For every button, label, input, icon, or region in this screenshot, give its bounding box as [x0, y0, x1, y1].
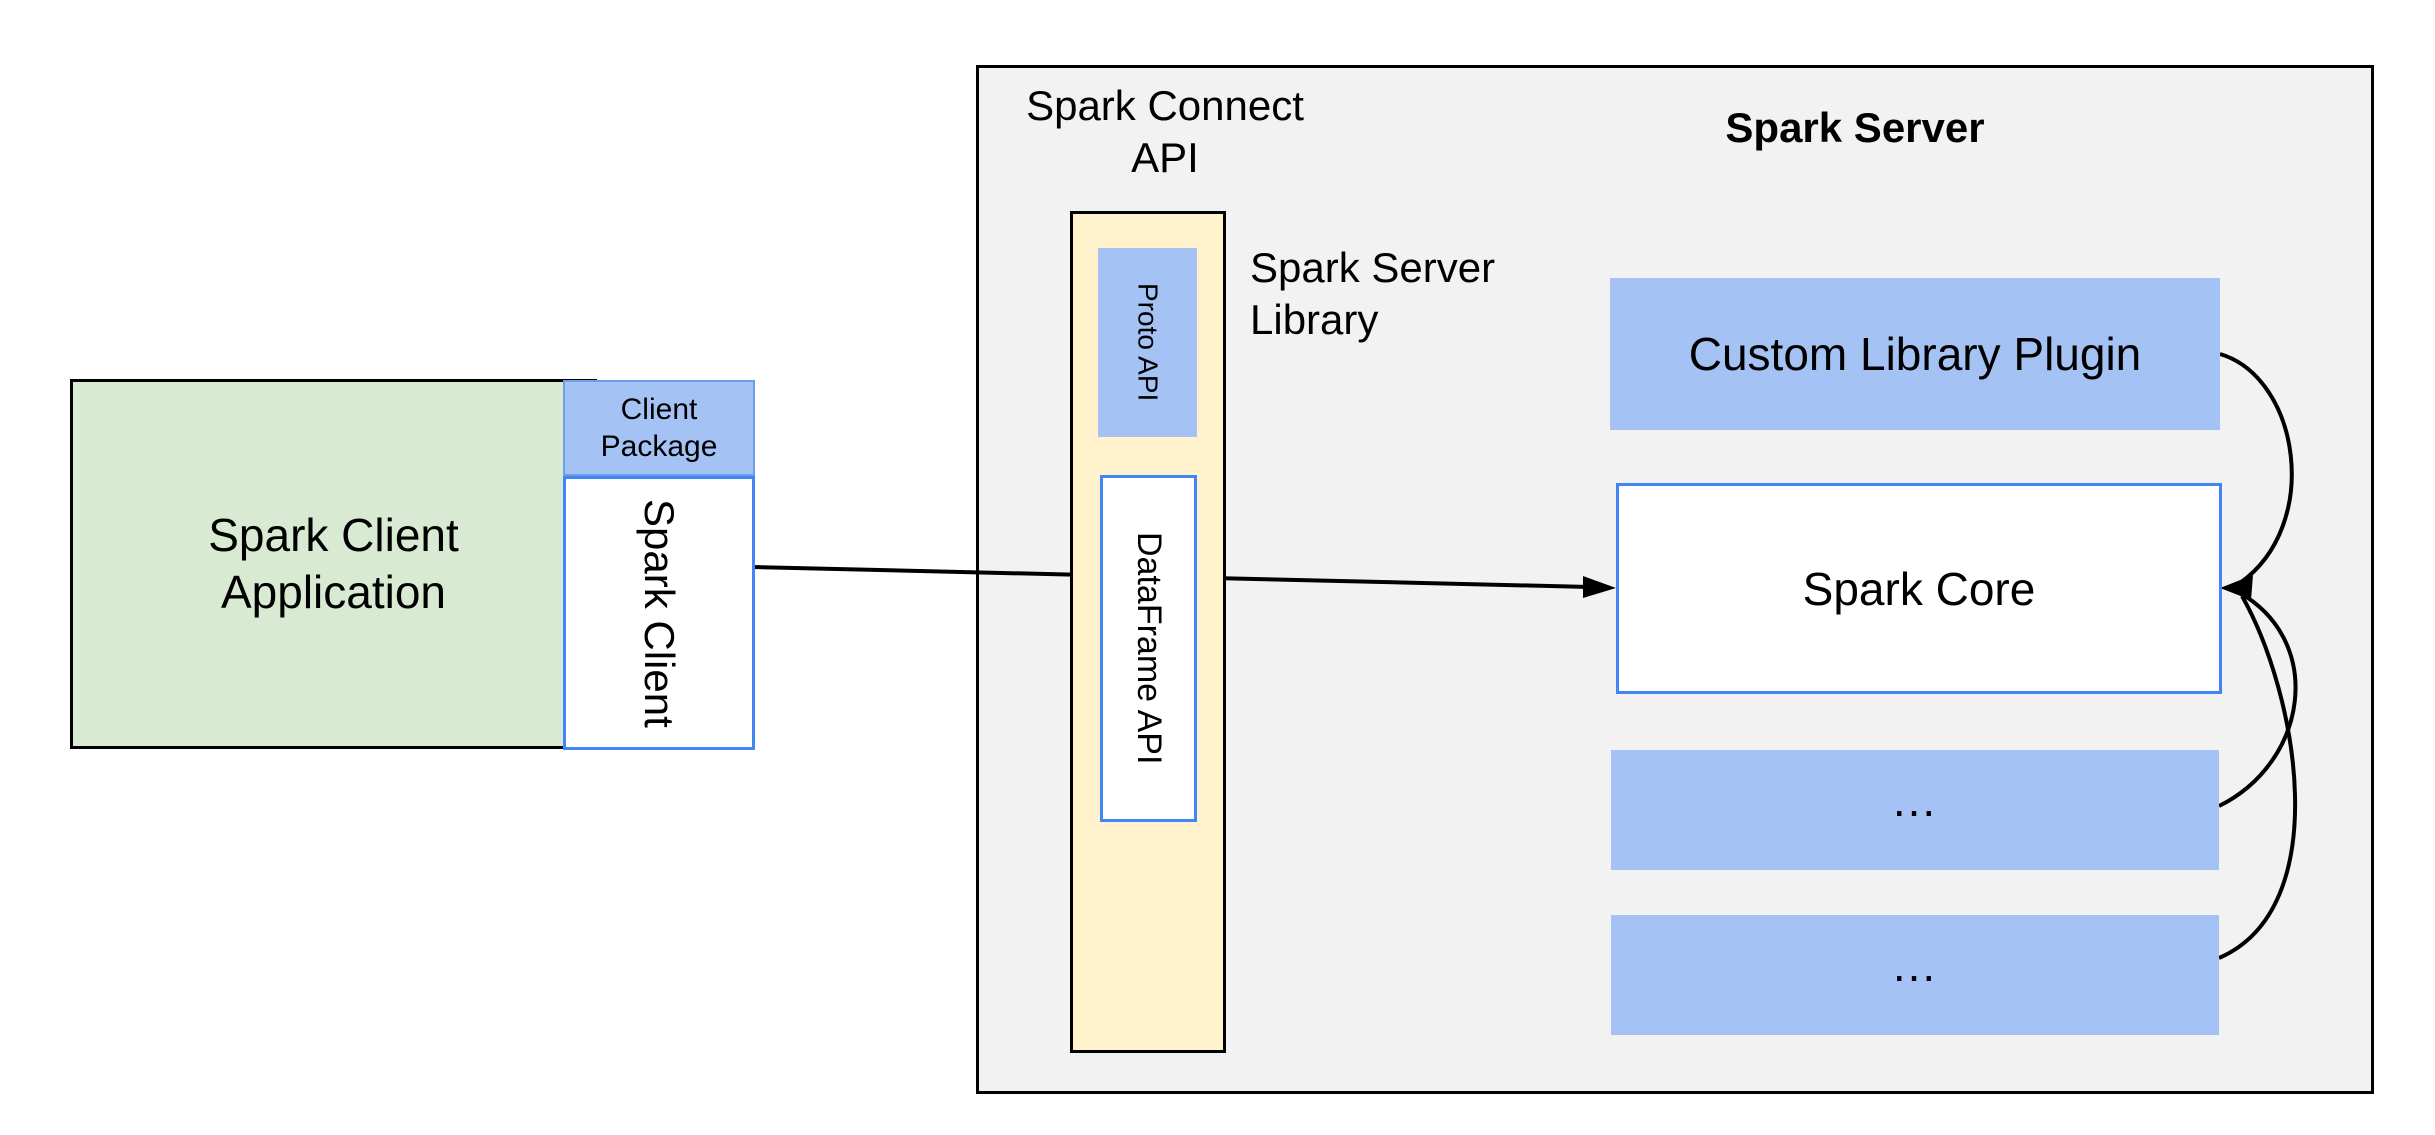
- plugin-placeholder-box-1: ...: [1611, 750, 2219, 870]
- spark-client-application-label: Spark Client Application: [208, 508, 459, 618]
- plugin-placeholder-2-label: ...: [1892, 939, 1938, 991]
- spark-core-box: Spark Core: [1616, 483, 2222, 694]
- spark-client-label: Spark Client: [636, 498, 683, 728]
- proto-api-box: Proto API: [1098, 248, 1197, 437]
- spark-connect-api-label: Spark Connect API: [1026, 82, 1304, 182]
- spark-server-title: Spark Server: [1725, 104, 1985, 151]
- proto-api-label: Proto API: [1132, 283, 1164, 402]
- plugin-placeholder-box-2: ...: [1611, 915, 2219, 1035]
- dataframe-api-label: DataFrame API: [1130, 532, 1168, 765]
- spark-client-box: Spark Client: [563, 476, 755, 750]
- spark-client-application-box: Spark Client Application: [70, 379, 597, 749]
- client-package-box: Client Package: [563, 380, 755, 476]
- spark-core-label: Spark Core: [1802, 562, 2036, 615]
- custom-library-plugin-label: Custom Library Plugin: [1688, 328, 2142, 380]
- client-package-label: Client Package: [600, 392, 718, 463]
- dataframe-api-box: DataFrame API: [1100, 475, 1197, 822]
- custom-library-plugin-box: Custom Library Plugin: [1610, 278, 2220, 430]
- plugin-placeholder-1-label: ...: [1892, 774, 1938, 826]
- spark-server-library-label: Spark Server Library: [1250, 244, 1496, 344]
